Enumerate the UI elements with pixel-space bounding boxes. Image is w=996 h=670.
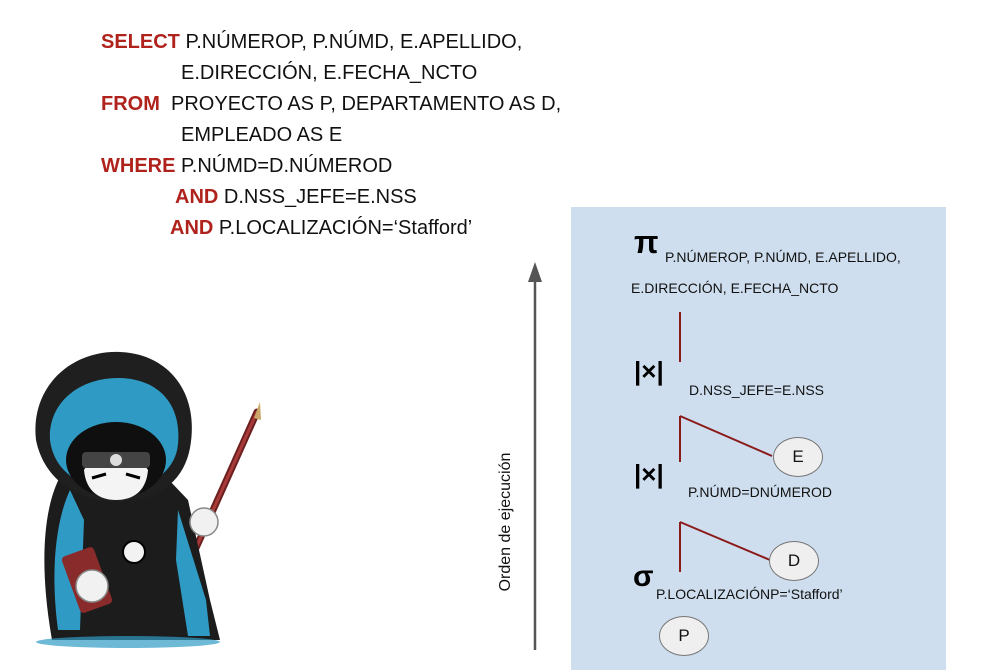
node-p: P xyxy=(659,616,709,656)
sql-from-line-2: EMPLEADO AS E xyxy=(181,120,342,151)
join-bottom-symbol: |×| xyxy=(634,459,664,489)
execution-order-label: Orden de ejecución xyxy=(497,452,514,592)
sql-select-line-1: SELECT P.NÚMEROP, P.NÚMD, E.APELLIDO, xyxy=(101,27,522,58)
node-d: D xyxy=(769,541,819,581)
projection-symbol: π xyxy=(634,224,659,260)
sql-keyword-and-1: AND xyxy=(175,186,219,208)
node-e: E xyxy=(773,437,823,477)
join-top-symbol: |×| xyxy=(634,356,664,386)
sql-where-line: WHERE P.NÚMD=D.NÚMEROD xyxy=(101,151,392,182)
selection-symbol: σ xyxy=(633,560,654,593)
sql-from-line-1: FROM PROYECTO AS P, DEPARTAMENTO AS D, xyxy=(101,89,561,120)
sql-from-tables-2: EMPLEADO AS E xyxy=(181,124,343,146)
sql-keyword-from: FROM xyxy=(101,93,160,115)
sql-keyword-and-2: AND xyxy=(170,217,214,239)
sql-where-condition: P.NÚMD=D.NÚMEROD xyxy=(181,155,393,177)
projection-attributes-2: E.DIRECCIÓN, E.FECHA_NCTO xyxy=(631,280,839,296)
sql-and-line-2: AND P.LOCALIZACIÓN=‘Stafford’ xyxy=(170,213,472,244)
join-bottom-condition: P.NÚMD=DNÚMEROD xyxy=(688,484,833,500)
sql-select-line-2: E.DIRECCIÓN, E.FECHA_NCTO xyxy=(181,58,477,89)
projection-attributes-1: P.NÚMEROP, P.NÚMD, E.APELLIDO, xyxy=(665,249,901,265)
sql-and-line-1: AND D.NSS_JEFE=E.NSS xyxy=(175,182,417,213)
sql-select-columns-1: P.NÚMEROP, P.NÚMD, E.APELLIDO, xyxy=(185,31,523,53)
sql-and-condition-2: P.LOCALIZACIÓN=‘Stafford’ xyxy=(218,217,473,239)
sql-from-tables-1: PROYECTO AS P, DEPARTAMENTO AS D, xyxy=(171,93,562,115)
sql-keyword-select: SELECT xyxy=(101,31,180,53)
join-top-condition: D.NSS_JEFE=E.NSS xyxy=(689,382,824,398)
selection-condition: P.LOCALIZACIÓNP=‘Stafford’ xyxy=(656,586,843,602)
sql-keyword-where: WHERE xyxy=(101,155,176,177)
sql-select-columns-2: E.DIRECCIÓN, E.FECHA_NCTO xyxy=(181,62,478,84)
sql-and-condition-1: D.NSS_JEFE=E.NSS xyxy=(223,186,417,208)
